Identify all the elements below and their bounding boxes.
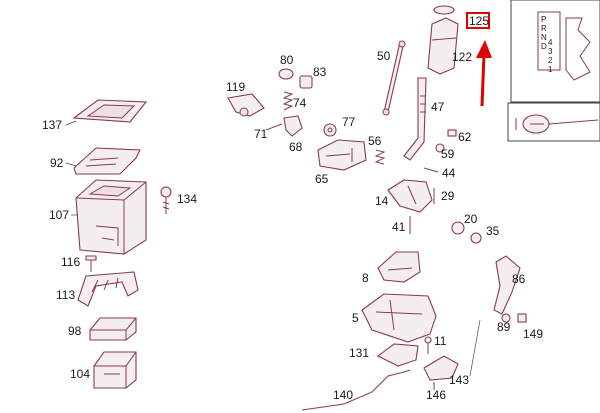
callout-116: 116 [61,255,80,269]
part-44-pin [423,167,439,173]
callout-77: 77 [342,115,356,129]
part-62-screw [447,129,457,137]
part-14-selector [387,179,433,213]
callout-113: 113 [56,288,75,302]
part-56-spring [374,149,386,165]
part-107-housing [75,179,147,255]
part-122-knob [427,17,459,75]
callout-98: 98 [68,324,82,338]
callout-74: 74 [293,96,307,110]
gate-letter-3: 3 [548,47,553,56]
callout-131: 131 [349,346,369,360]
part-125-cap [433,5,455,15]
red-arrow [476,40,492,107]
part-86-linkage [493,255,521,315]
part-89-washer [501,313,511,323]
part-59-washer [435,143,445,153]
callout-92: 92 [50,156,64,170]
callout-44: 44 [442,166,456,180]
part-140-cable [301,369,411,411]
part-65-mount [317,139,367,171]
part-113-bracket [77,271,139,307]
callout-20: 20 [464,212,478,226]
gate-letter-d: D [541,42,547,51]
part-68-lever [283,115,303,137]
callout-56: 56 [368,134,382,148]
part-131-plate [376,343,419,367]
inset-cable-detail [507,102,600,142]
callout-62: 62 [458,130,472,144]
callout-35: 35 [486,224,500,238]
part-137-trim-frame [72,99,148,123]
callout-50: 50 [377,49,391,63]
part-35-clip [470,232,482,244]
callout-29: 29 [441,189,455,203]
callout-143: 143 [449,373,469,387]
callout-47: 47 [431,100,445,114]
callout-65: 65 [315,172,329,186]
gate-letter-r: R [541,24,547,33]
gate-letter-2: 2 [548,56,553,65]
part-92-cover-plate [73,147,141,175]
part-134-screw [160,186,172,214]
callout-83: 83 [313,65,327,79]
part-71-pin [265,123,283,131]
callout-11: 11 [434,334,447,348]
part-80-cap [278,68,294,80]
gate-letter-n: N [541,33,547,42]
part-74-spring [282,91,294,111]
gate-letter-p: P [541,15,546,24]
callout-14: 14 [375,194,389,208]
part-104-guide [93,351,137,389]
callout-146: 146 [426,388,446,402]
gate-letter-1: 1 [548,65,553,74]
part-119-clip [227,93,265,117]
callout-8: 8 [362,271,369,285]
callout-149: 149 [523,327,543,341]
part-116-bolt [85,255,97,272]
callout-122: 122 [452,50,472,64]
part-11-screw [424,336,432,354]
part-20-bushing [451,221,465,235]
part-5-base [361,293,437,343]
callout-68: 68 [289,140,303,154]
highlight-box-125 [466,12,490,29]
part-50-lever-rod [382,40,406,116]
callout-134: 134 [177,192,197,206]
callout-125: 125 [469,14,489,28]
part-47-shaft [403,77,427,161]
callout-59: 59 [441,147,455,161]
callout-41: 41 [392,220,406,234]
callout-86: 86 [512,272,526,286]
part-8-bracket [377,251,421,283]
part-143-bracket [423,355,459,381]
part-149-clip [517,313,527,323]
callout-140: 140 [333,388,353,402]
callout-5: 5 [352,311,359,325]
callout-104: 104 [70,367,90,381]
inset-gate-pattern: P R N D 4 3 2 1 [510,0,600,103]
part-83-bushing [299,75,313,89]
callout-71: 71 [254,127,268,141]
callout-89: 89 [497,320,511,334]
callout-119: 119 [226,80,245,94]
gate-letter-4: 4 [548,38,553,47]
callout-80: 80 [280,53,294,67]
part-77-nut [323,123,337,137]
callout-137: 137 [42,118,62,132]
part-98-slider [89,317,137,341]
callout-107: 107 [49,208,69,222]
